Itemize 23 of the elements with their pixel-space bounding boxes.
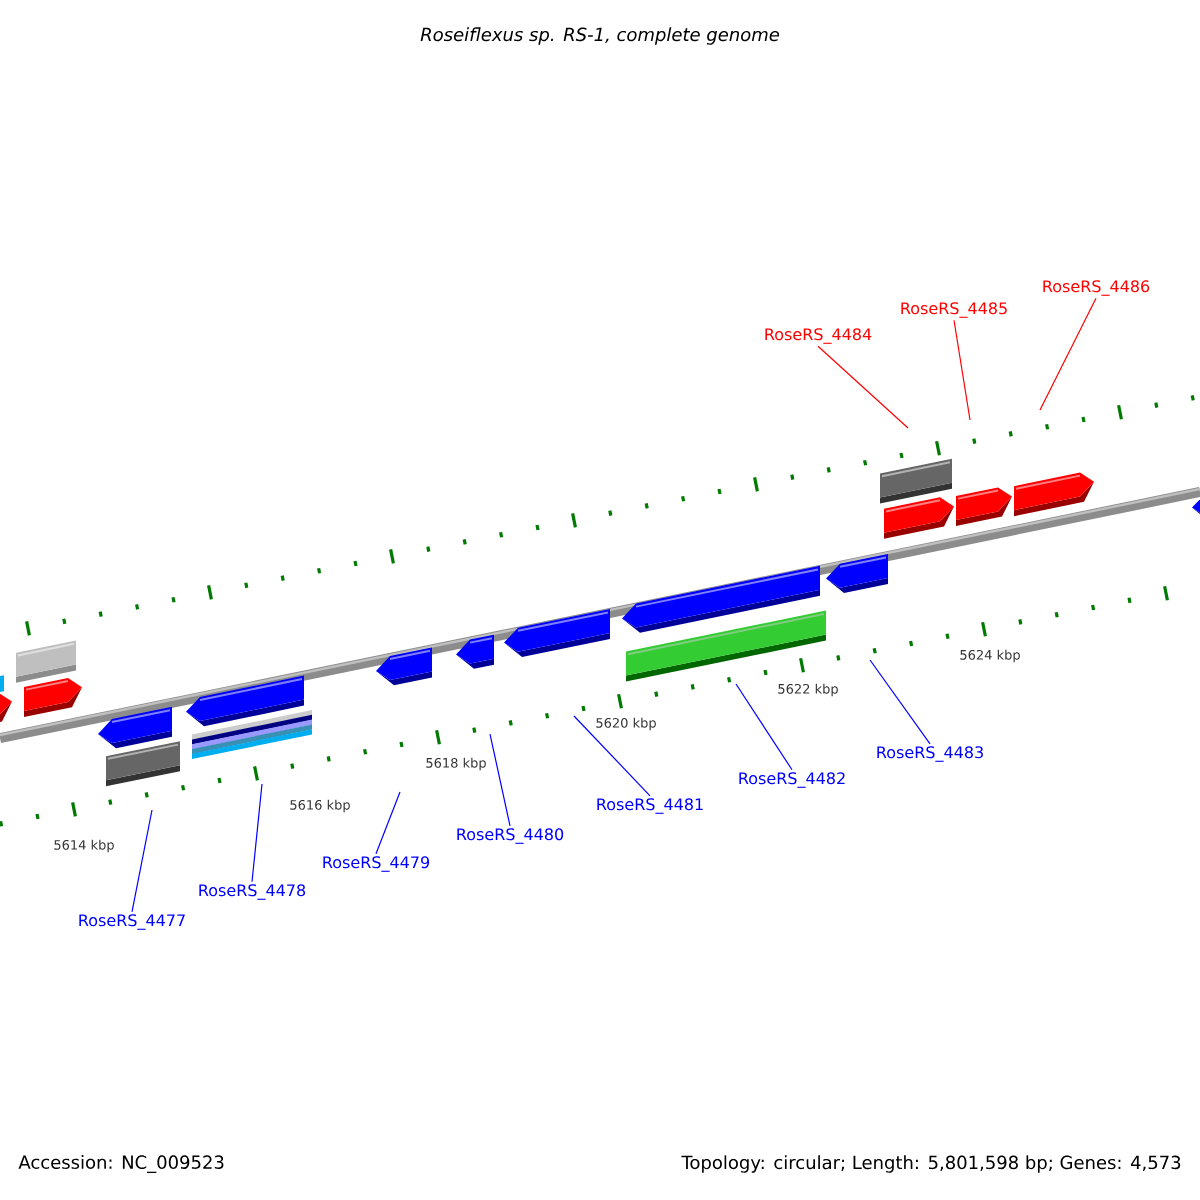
gene-label: RoseRS_4480: [457, 828, 564, 844]
gene-label: RoseRS_4481: [597, 798, 703, 814]
leader-line: [489, 733, 511, 827]
leader-line: [573, 715, 651, 797]
gene-label: RoseRS_4485: [901, 302, 1007, 318]
leader-line: [131, 809, 153, 913]
leader-line: [817, 345, 909, 429]
gene-label: RoseRS_4483: [877, 746, 983, 762]
gene-label: RoseRS_4484: [765, 328, 872, 344]
leader-line: [869, 659, 931, 745]
leader-line: [953, 319, 971, 421]
gene-label: RoseRS_4478: [199, 884, 306, 900]
accession-text: Accession: NC_009523: [18, 1155, 224, 1173]
gene-label: RoseRS_4486: [1043, 280, 1150, 296]
leader-line: [251, 783, 263, 883]
title: Roseiflexus sp. RS-1, complete genome: [420, 27, 780, 45]
leader-line: [375, 791, 401, 855]
leader-line: [735, 683, 793, 771]
gene-label: RoseRS_4482: [739, 772, 845, 788]
leader-line: [1039, 297, 1097, 411]
gene-label: RoseRS_4479: [323, 856, 430, 872]
gene-label: RoseRS_4477: [79, 914, 185, 930]
genome-summary: Topology: circular; Length: 5,801,598 bp; Genes: 4,573: [681, 1155, 1181, 1173]
